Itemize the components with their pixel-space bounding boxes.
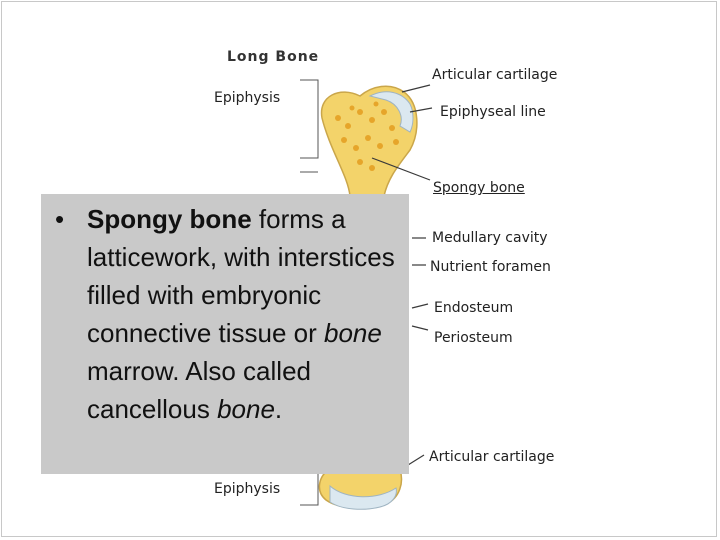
bullet-marker: •: [55, 204, 65, 234]
definition-italic-2: bone: [217, 394, 275, 424]
label-epiphysis-bottom: Epiphysis: [214, 481, 281, 497]
figure-title: Long Bone: [227, 49, 320, 65]
articular-cartilage-bottom-shape: [329, 484, 397, 510]
definition-part-4: marrow. Also called cancellous: [87, 356, 311, 424]
articular-cartilage-top-shape: [368, 91, 414, 133]
label-nutrient-foramen: Nutrient foramen: [430, 259, 551, 275]
definition-callout: • Spongy bone forms a latticework, with …: [41, 194, 409, 474]
label-epiphyseal-line: Epiphyseal line: [440, 104, 546, 120]
label-articular-cartilage-top: Articular cartilage: [432, 67, 558, 83]
epiphysis-bottom-bracket: [300, 469, 319, 506]
definition-text: Spongy bone forms a latticework, with in…: [87, 200, 403, 428]
term-spongy-bone: Spongy bone: [87, 204, 252, 234]
label-medullary-cavity: Medullary cavity: [432, 230, 548, 246]
definition-part-2: forms a latticework, with interstices fi…: [87, 204, 395, 348]
pointer-epiphyseal-line: [409, 107, 433, 113]
pointer-spongy-bone: [371, 157, 431, 181]
spongy-bone-texture: [335, 101, 399, 171]
definition-part-6: .: [274, 394, 283, 424]
epiphysis-top-bracket: [300, 79, 319, 159]
definition-italic-1: bone: [324, 318, 382, 348]
label-periosteum: Periosteum: [434, 330, 513, 346]
proximal-epiphysis: [320, 85, 418, 197]
label-articular-cartilage-bottom: Articular cartilage: [429, 449, 555, 465]
pointer-periosteum: [411, 325, 429, 331]
pointer-endosteum: [411, 303, 429, 309]
label-spongy-bone: Spongy bone: [433, 180, 525, 196]
label-epiphysis-top: Epiphysis: [214, 90, 281, 106]
pointer-articular-top: [401, 84, 431, 93]
label-endosteum: Endosteum: [434, 300, 514, 316]
